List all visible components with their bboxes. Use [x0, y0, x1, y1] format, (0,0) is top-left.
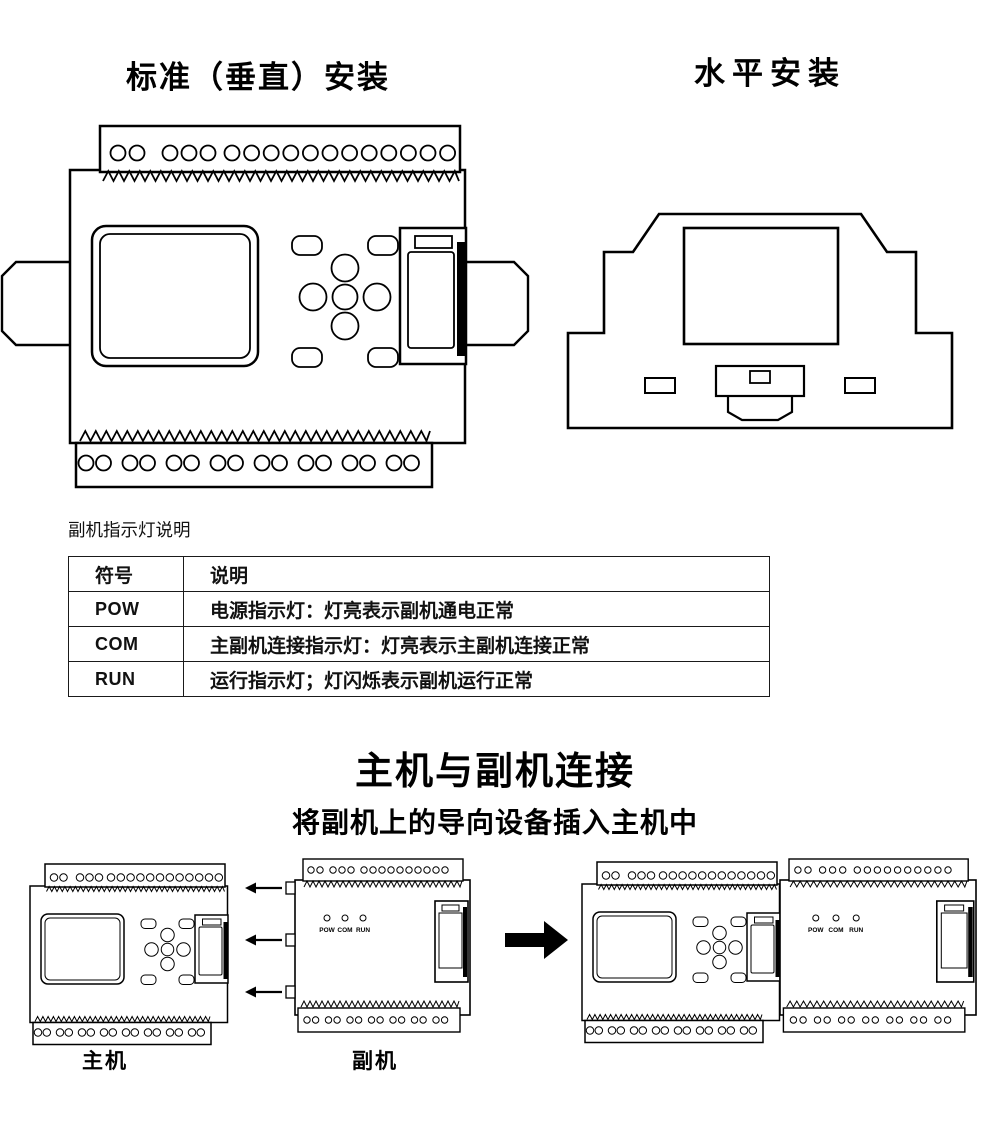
din-clip-body	[714, 364, 806, 398]
symbol-cell: RUN	[68, 661, 184, 697]
vertical-install-diagram	[0, 124, 530, 489]
desc-column-header: 说明	[183, 556, 770, 592]
din-clip-inner	[749, 370, 771, 384]
led-label-pow: POW	[808, 927, 824, 934]
desc-cell: 运行指示灯；灯闪烁表示副机运行正常	[183, 661, 770, 697]
symbol-cell: POW	[68, 591, 184, 627]
desc-cell: 电源指示灯：灯亮表示副机通电正常	[183, 591, 770, 627]
master-unit-diagram	[29, 863, 229, 1046]
symbol-column-header: 符号	[68, 556, 184, 592]
desc-cell: 主副机连接指示灯：灯亮表示主副机连接正常	[183, 626, 770, 662]
table-header-row: 符号 说明	[68, 556, 770, 592]
slave-label: 副机	[352, 1049, 398, 1073]
table-row: COM 主副机连接指示灯：灯亮表示主副机连接正常	[68, 626, 770, 662]
table-row: RUN 运行指示灯；灯闪烁表示副机运行正常	[68, 661, 770, 697]
device-side-window	[682, 226, 840, 346]
symbol-cell: COM	[68, 626, 184, 662]
led-label-run: RUN	[356, 927, 370, 934]
din-clip-left-tab	[644, 377, 676, 394]
indicator-caption: 副机指示灯说明	[68, 520, 191, 540]
master-label: 主机	[82, 1049, 128, 1073]
din-clip-right-tab	[844, 377, 876, 394]
led-label-com: COM	[337, 927, 352, 934]
device-side-profile	[566, 212, 954, 430]
indicator-table: 符号 说明 POW 电源指示灯：灯亮表示副机通电正常 COM 主副机连接指示灯：…	[68, 556, 770, 697]
din-clip-latch	[726, 396, 794, 422]
insert-direction-arrow	[505, 921, 568, 959]
connected-units-diagram: POW COM RUN	[581, 858, 977, 1044]
led-label-pow: POW	[319, 927, 335, 934]
led-label-com: COM	[828, 927, 843, 934]
connection-subheading: 将副机上的导向设备插入主机中	[291, 807, 698, 838]
title-vertical-install: 标准（垂直）安装	[126, 60, 390, 95]
horizontal-install-diagram	[566, 212, 954, 430]
title-horizontal-install: 水平安装	[694, 56, 846, 91]
led-label-run: RUN	[849, 927, 863, 934]
connection-heading: 主机与副机连接	[354, 751, 635, 793]
table-row: POW 电源指示灯：灯亮表示副机通电正常	[68, 591, 770, 627]
